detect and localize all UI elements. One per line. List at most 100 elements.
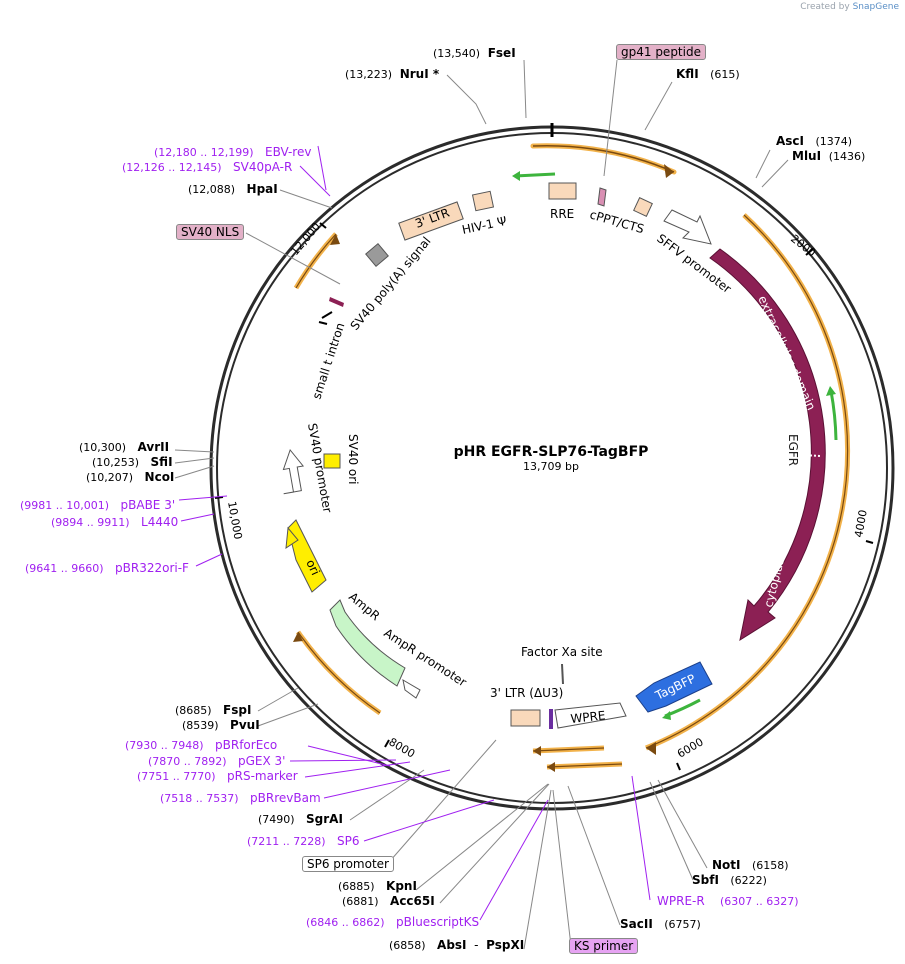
ampr-arrow[interactable]	[329, 599, 406, 687]
tagbfp-arrow[interactable]	[635, 661, 713, 713]
enzyme-pos: (8539)	[182, 719, 219, 732]
enzyme-absi-pspxi[interactable]: (6858) AbsI - PspXI	[389, 938, 524, 952]
primer-ebv-rev[interactable]: (12,180 .. 12,199) EBV-rev	[154, 145, 311, 159]
sffv-promoter-arrow[interactable]	[663, 209, 712, 245]
enzyme-name: SgrAI	[306, 812, 343, 826]
primer-pbrrevbam[interactable]: (7518 .. 7537) pBRrevBam	[160, 791, 321, 805]
primer-l4440[interactable]: (9894 .. 9911) L4440	[51, 515, 178, 529]
ori-arrow[interactable]	[287, 519, 327, 593]
enzyme-pos: (8685)	[175, 704, 212, 717]
primer-prs-marker[interactable]: (7751 .. 7770) pRS-marker	[137, 769, 298, 783]
boxed-label-gp41-peptide[interactable]: gp41 peptide	[616, 44, 706, 60]
primer-wpre-r[interactable]: WPRE-R (6307 .. 6327)	[657, 894, 799, 908]
primer-pos: (7751 .. 7770)	[137, 770, 216, 783]
primer-pbluescriptks[interactable]: (6846 .. 6862) pBluescriptKS	[306, 915, 479, 929]
enzyme-pos: (615)	[710, 68, 740, 81]
factor-xa-line	[561, 663, 564, 685]
watermark-prefix: Created by	[800, 2, 850, 12]
sv40-nls-mark[interactable]	[329, 297, 344, 307]
primer-pos: (6846 .. 6862)	[306, 916, 385, 929]
primer-pbr322ori-f[interactable]: (9641 .. 9660) pBR322ori-F	[25, 561, 189, 575]
grey-feature-box[interactable]	[365, 243, 389, 267]
ltr-3-box[interactable]	[398, 201, 464, 241]
enzyme-asci[interactable]: AscI (1374)	[776, 134, 852, 148]
enzyme-name: AbsI	[437, 938, 467, 952]
ori-arrowhead	[285, 526, 299, 550]
hiv1-psi-box[interactable]	[471, 190, 495, 212]
ampr-promoter-arrow[interactable]	[402, 679, 421, 699]
wpre-arrow[interactable]	[554, 702, 627, 729]
enzyme-separator: -	[470, 938, 483, 952]
snapgene-logo: SnapGene	[852, 2, 899, 12]
boxed-label-sp6-promoter[interactable]: SP6 promoter	[302, 856, 394, 872]
enzyme-avrii[interactable]: (10,300) AvrII	[79, 440, 169, 454]
primer-pos: (9981 .. 10,001)	[20, 499, 110, 512]
small-t-intron-glyph	[318, 311, 333, 325]
enzyme-pos: (6885)	[338, 880, 375, 893]
boxed-label-sv40-nls[interactable]: SV40 NLS	[176, 224, 245, 240]
enzyme-name: HpaI	[246, 182, 278, 196]
enzyme-pos: (10,300)	[79, 441, 127, 454]
enzyme-pos: (1436)	[828, 150, 866, 163]
enzyme-pos: (10,207)	[86, 471, 134, 484]
primer-name: pBRrevBam	[250, 791, 321, 805]
enzyme-fsei[interactable]: (13,540) FseI	[433, 46, 516, 60]
primer-pbabe3[interactable]: (9981 .. 10,001) pBABE 3'	[20, 498, 175, 512]
enzyme-name: PvuI	[230, 718, 260, 732]
primer-name: L4440	[141, 515, 179, 529]
cppt-small-box[interactable]	[597, 187, 607, 207]
primer-name: pRS-marker	[227, 769, 298, 783]
enzyme-nrui[interactable]: (13,223) NruI *	[345, 67, 439, 81]
tick-label-4000: 4000	[852, 509, 870, 539]
primer-name: pGEX 3'	[238, 754, 286, 768]
enzyme-hpai[interactable]: (12,088) HpaI	[188, 182, 278, 196]
feature-label-rre: RRE	[550, 207, 574, 221]
primer-pos: (7211 .. 7228)	[247, 835, 326, 848]
egfr-split	[801, 454, 821, 457]
enzyme-mlui[interactable]: MluI (1436)	[792, 149, 865, 163]
primer-pgex3[interactable]: (7870 .. 7892) pGEX 3'	[148, 754, 285, 768]
feature-label-wpre: WPRE	[570, 708, 606, 726]
boxed-label-ks-primer[interactable]: KS primer	[569, 938, 639, 954]
primer-name: pBABE 3'	[120, 498, 176, 512]
enzyme-sfii[interactable]: (10,253) SfiI	[92, 455, 173, 469]
enzyme-name: AscI	[776, 134, 805, 148]
plasmid-name: pHR EGFR-SLP76-TagBFP	[454, 444, 649, 460]
enzyme-pos: (6222)	[730, 874, 767, 887]
enzyme-pvui[interactable]: (8539) PvuI	[182, 718, 260, 732]
primer-pos: (12,126 .. 12,145)	[122, 161, 222, 174]
enzyme-kfli[interactable]: KflI (615)	[676, 67, 740, 81]
enzyme-name: NruI *	[399, 67, 440, 81]
primer-pbrforeco[interactable]: (7930 .. 7948) pBRforEco	[125, 738, 277, 752]
enzyme-acc65i[interactable]: (6881) Acc65I	[342, 894, 435, 908]
watermark: Created by SnapGene	[800, 2, 899, 12]
orf-arrows	[293, 143, 851, 770]
enzyme-fspi[interactable]: (8685) FspI	[175, 703, 251, 717]
primer-name: SV40pA-R	[233, 160, 293, 174]
enzyme-sbfi[interactable]: SbfI (6222)	[692, 873, 767, 887]
rre-box[interactable]	[548, 182, 577, 200]
cppt-cts-box[interactable]	[633, 197, 653, 217]
enzyme-pos: (6881)	[342, 895, 379, 908]
sv40-promoter-arrow[interactable]	[276, 448, 307, 495]
enzyme-sacii[interactable]: SacII (6757)	[620, 917, 701, 931]
enzyme-pos: (13,223)	[345, 68, 393, 81]
factor-xa-mark[interactable]	[549, 709, 553, 729]
enzyme-name: KpnI	[386, 879, 417, 893]
enzyme-sgrai[interactable]: (7490) SgrAI	[258, 812, 343, 826]
ltr-delta-u3-box[interactable]	[510, 709, 541, 727]
enzyme-kpni[interactable]: (6885) KpnI	[338, 879, 417, 893]
primer-sv40pa-r[interactable]: (12,126 .. 12,145) SV40pA-R	[122, 160, 292, 174]
enzyme-name: FseI	[487, 46, 516, 60]
enzyme-name: KflI	[676, 67, 699, 81]
enzyme-name: MluI	[792, 149, 822, 163]
enzyme-name: FspI	[223, 703, 252, 717]
primer-pos: (6307 .. 6327)	[719, 895, 799, 908]
egfr-arrow[interactable]	[709, 248, 826, 642]
enzyme-ncoi[interactable]: (10,207) NcoI	[86, 470, 174, 484]
sv40-ori-box[interactable]	[323, 453, 341, 469]
primer-sp6[interactable]: (7211 .. 7228) SP6	[247, 834, 360, 848]
enzyme-noti[interactable]: NotI (6158)	[712, 858, 789, 872]
